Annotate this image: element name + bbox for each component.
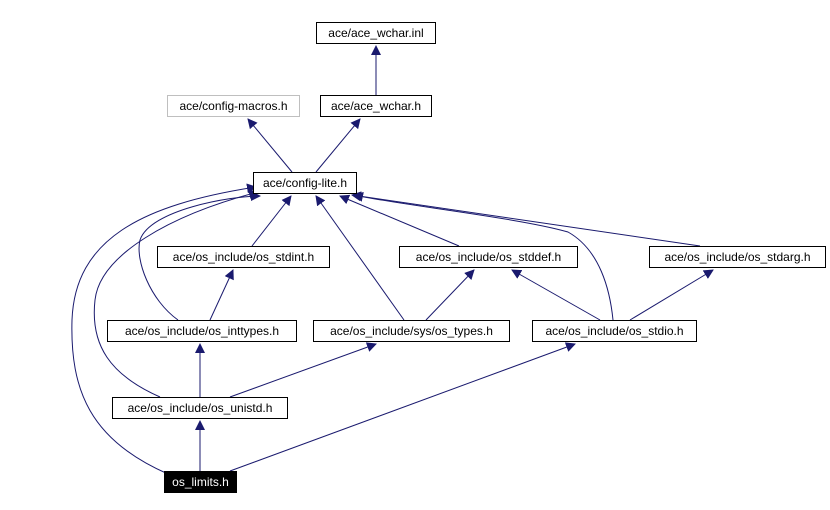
edge-configlite-to-wchar	[315, 118, 361, 173]
edge-configlite-to-configmacros	[247, 118, 293, 173]
edge-systypes-to-stddef	[425, 269, 475, 321]
edge-stdint-to-configlite	[251, 195, 292, 247]
node-os-inttypes[interactable]: ace/os_include/os_inttypes.h	[107, 320, 297, 342]
edge-stdio-to-configlite	[353, 192, 614, 321]
node-config-lite[interactable]: ace/config-lite.h	[253, 172, 357, 194]
edge-stddef-to-configlite	[339, 194, 460, 247]
node-ace-wchar-inl[interactable]: ace/ace_wchar.inl	[316, 22, 436, 44]
edge-stdio-to-stddef	[511, 269, 601, 321]
node-os-stddef[interactable]: ace/os_include/os_stddef.h	[399, 246, 578, 268]
node-ace-wchar-h[interactable]: ace/ace_wchar.h	[320, 95, 432, 117]
node-config-macros: ace/config-macros.h	[167, 95, 300, 117]
edge-systypes-to-configlite	[315, 195, 405, 321]
node-os-limits-current: os_limits.h	[164, 471, 237, 493]
node-sys-os-types[interactable]: ace/os_include/sys/os_types.h	[313, 320, 510, 342]
node-os-unistd[interactable]: ace/os_include/os_unistd.h	[112, 397, 288, 419]
edge-stdarg-to-configlite	[351, 191, 701, 247]
edge-unistd-to-systypes	[229, 342, 377, 398]
edge-stdio-to-stdarg	[629, 269, 714, 321]
node-os-stdarg[interactable]: ace/os_include/os_stdarg.h	[649, 246, 826, 268]
edge-inttypes-to-stdint	[209, 269, 234, 321]
node-os-stdio[interactable]: ace/os_include/os_stdio.h	[532, 320, 697, 342]
node-os-stdint[interactable]: ace/os_include/os_stdint.h	[157, 246, 330, 268]
edge-inttypes-to-configlite	[138, 191, 261, 321]
edge-limits-to-stdio	[229, 342, 576, 472]
edge-unistd-to-configlite	[93, 189, 259, 398]
edge-limits-to-configlite	[71, 183, 257, 475]
